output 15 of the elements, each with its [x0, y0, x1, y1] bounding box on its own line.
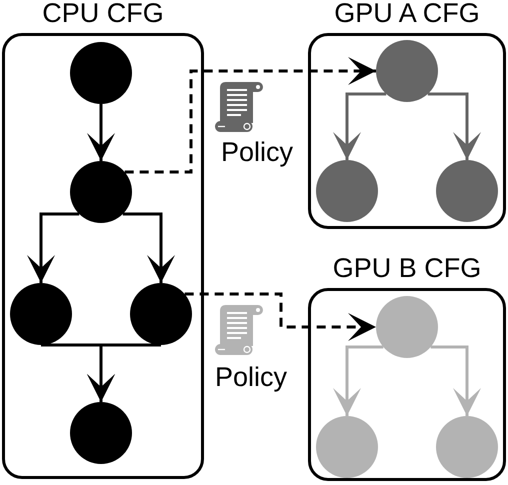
arrow [122, 212, 175, 283]
arrow [430, 346, 481, 416]
dashed-arrow [124, 57, 376, 174]
arrow [333, 346, 384, 416]
arrow [87, 344, 161, 402]
arrow [333, 92, 386, 160]
arrow [27, 212, 80, 283]
arrow [87, 104, 115, 161]
edge-label: Policy [221, 139, 294, 166]
panel-title: GPU A CFG [334, 0, 480, 27]
arrow [428, 92, 481, 160]
edge-label: Policy [215, 364, 288, 391]
dashed-arrow [184, 292, 376, 341]
panel-title: CPU CFG [42, 0, 164, 27]
panel-title: GPU B CFG [332, 255, 482, 282]
